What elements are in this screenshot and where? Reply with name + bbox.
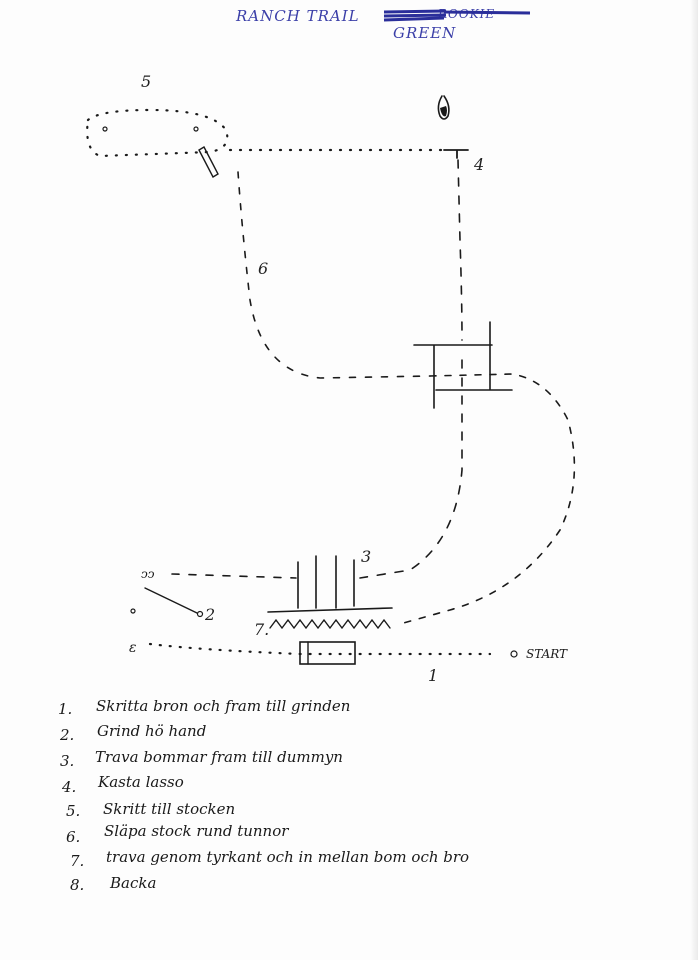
legend-text-4: Kasta lasso [97,773,184,791]
legend-num-4: 4. [61,778,76,796]
label-3: 3 [361,547,371,566]
zigzag-top-rail [267,607,393,613]
legend-num-8: 8. [70,876,84,894]
struck-word: ROOKIE [437,7,495,21]
label-1: 1 [428,666,438,685]
start-dotted-line [148,642,492,656]
gate-line [144,587,198,614]
gate-box [413,321,513,409]
log-marker-right [193,126,199,132]
dummy-fill [440,106,447,117]
legend-text-1: Skritta bron och fram till grinden [96,697,350,715]
drag-path: 6 [237,171,431,379]
start-marker [510,650,518,658]
label-4: 4 [473,155,484,174]
path-to-poles [359,359,463,579]
poles-dashed-left [171,573,297,579]
paper-edge-shadow [690,0,698,960]
trot-poles: 3 [171,547,371,609]
legend-num-6: 6. [66,828,80,846]
log-marker-left [102,126,108,132]
log-shape [198,146,219,178]
lasso-mark [443,149,469,159]
course-subtitle: GREEN [393,24,456,42]
legend-text-6: Släpa stock rund tunnor [104,822,289,840]
bridge [299,641,356,665]
gate-post-marks: ↄↄ [141,567,155,581]
gate-post-dot [130,608,136,614]
label-6: 6 [258,259,268,278]
lasso-down-path [457,159,463,341]
zigzag [269,618,391,630]
lasso-station: 4 [437,95,484,174]
gate-hinge [196,610,204,618]
label-5: 5 [141,72,151,91]
strike-scribble [383,9,531,22]
legend-num-2: 2. [59,726,74,744]
legend-text-2: Grind hö hand [97,722,206,740]
label-2: 2 [204,605,215,624]
bridge-station: ε START 1 [129,640,568,685]
log-area: 5 [86,72,229,178]
legend-num-1: 1. [58,700,72,718]
gate-station: ↄↄ 2 [130,567,215,624]
header: RANCH TRAIL ROOKIE GREEN [235,7,531,42]
legend-text-7: trava genom tyrkant och in mellan bom oc… [106,848,469,866]
label-7: 7. [254,620,269,639]
zigzag-station: 7. [254,607,393,639]
log-dotted-loop [86,108,229,158]
gate-dashed-right [399,373,576,625]
course-title: RANCH TRAIL [235,7,360,25]
legend-text-8: Backa [109,874,156,892]
legend-num-7: 7. [70,852,84,870]
poles [297,555,355,609]
legend-text-3: Trava bommar fram till dummyn [95,748,343,766]
dummy-icon [437,95,450,120]
start-label: START [526,647,568,661]
drag-dashed-left [237,171,431,379]
center-obstacle [399,321,576,625]
legend-text-5: Skritt till stocken [103,800,235,818]
legend-num-3: 3. [60,752,74,770]
backup-mark: ε [129,640,137,656]
legend-num-5: 5. [66,802,80,820]
legend-list: 1. Skritta bron och fram till grinden 2.… [58,697,469,894]
